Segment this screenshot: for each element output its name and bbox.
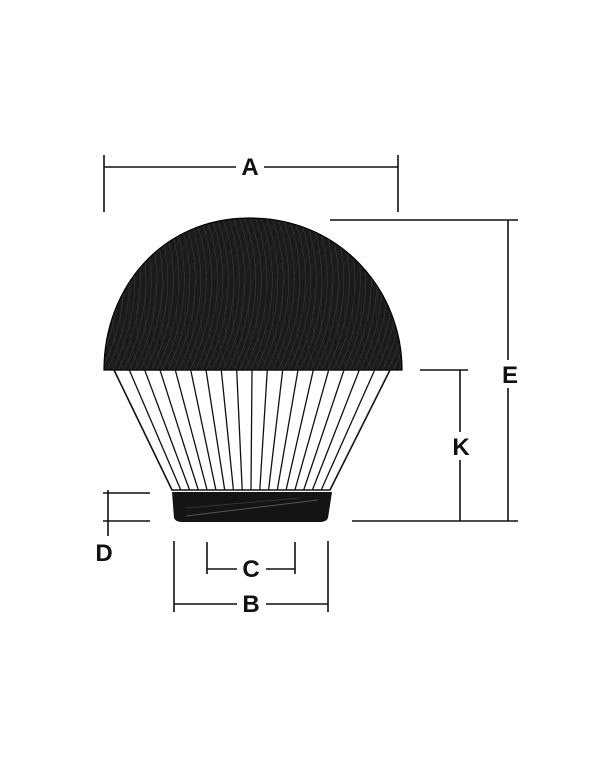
dimension-label-d: D <box>95 540 112 567</box>
dimension-c: C <box>206 542 296 583</box>
dome-texture-line <box>240 218 273 370</box>
dome-texture-line <box>232 218 265 370</box>
dome-texture-line <box>276 218 301 370</box>
dome-texture-line <box>177 218 202 370</box>
body-rib <box>174 370 208 490</box>
dimension-label-c: C <box>242 556 259 583</box>
dome-texture-line <box>386 218 402 370</box>
dome-texture-line <box>221 218 246 370</box>
dome-texture-line <box>282 218 306 370</box>
dome-texture-line <box>287 218 312 370</box>
dome-texture-line <box>216 218 249 370</box>
body-rib <box>159 370 199 490</box>
body-rib <box>128 370 182 490</box>
body-rib <box>267 370 284 490</box>
dome-texture-line <box>271 218 295 370</box>
dome-texture-line <box>200 218 233 370</box>
dimension-label-b: B <box>242 591 259 618</box>
dome-texture-line <box>265 218 290 370</box>
dome-texture-line <box>199 218 224 370</box>
dome-texture-line <box>400 218 402 370</box>
dimension-label-e: E <box>502 362 518 389</box>
dimension-e: E <box>330 219 518 522</box>
body-rib <box>311 370 360 490</box>
dome-texture-line <box>404 214 427 372</box>
dome-texture-line <box>232 218 257 370</box>
dome-texture-line <box>224 218 257 370</box>
dome-texture-line <box>183 218 207 370</box>
dome-texture-line <box>188 218 213 370</box>
dimension-label-a: A <box>241 154 258 181</box>
body-rib <box>276 370 299 490</box>
dome-texture-line <box>248 218 281 370</box>
dome-texture-line <box>227 218 251 370</box>
body-rib <box>320 370 376 490</box>
dome-texture-line <box>249 218 273 370</box>
body-rib <box>250 370 253 490</box>
dome-texture-line <box>176 218 209 370</box>
body-rib <box>303 370 345 490</box>
dome-texture-line <box>168 218 201 370</box>
dome-top <box>103 214 438 372</box>
dome-texture-line <box>264 218 297 370</box>
dome-texture-line <box>280 218 313 370</box>
body-rib <box>259 370 268 490</box>
body-rib <box>220 370 235 490</box>
dome-texture-line <box>208 218 241 370</box>
dome-texture-line <box>256 218 289 370</box>
dome-texture-line <box>254 218 279 370</box>
dome-texture-line <box>415 214 438 372</box>
body-rib <box>190 370 217 490</box>
dome-texture-line <box>409 214 432 372</box>
dome-texture-line <box>243 218 268 370</box>
dome-texture-line <box>397 218 402 370</box>
dome-texture-line <box>184 218 217 370</box>
dimension-k: K <box>420 369 470 521</box>
body-rib <box>205 370 226 490</box>
dome-texture-line <box>216 218 240 370</box>
body-rib <box>285 370 314 490</box>
dome-texture-line <box>192 218 225 370</box>
dome-texture-line <box>288 218 321 370</box>
dimension-a: A <box>103 154 399 212</box>
dome-texture-line <box>296 218 329 370</box>
dome-texture-line <box>272 218 305 370</box>
body-rib <box>236 370 243 490</box>
threaded-base <box>172 492 332 522</box>
dimension-label-k: K <box>452 434 470 461</box>
body-rib <box>294 370 330 490</box>
dome-texture-line <box>194 218 218 370</box>
dimension-b: B <box>173 541 329 618</box>
body-rib <box>144 370 191 490</box>
dimension-d: D <box>95 490 150 567</box>
ribbed-body <box>112 369 392 491</box>
dome-texture-line <box>210 218 235 370</box>
